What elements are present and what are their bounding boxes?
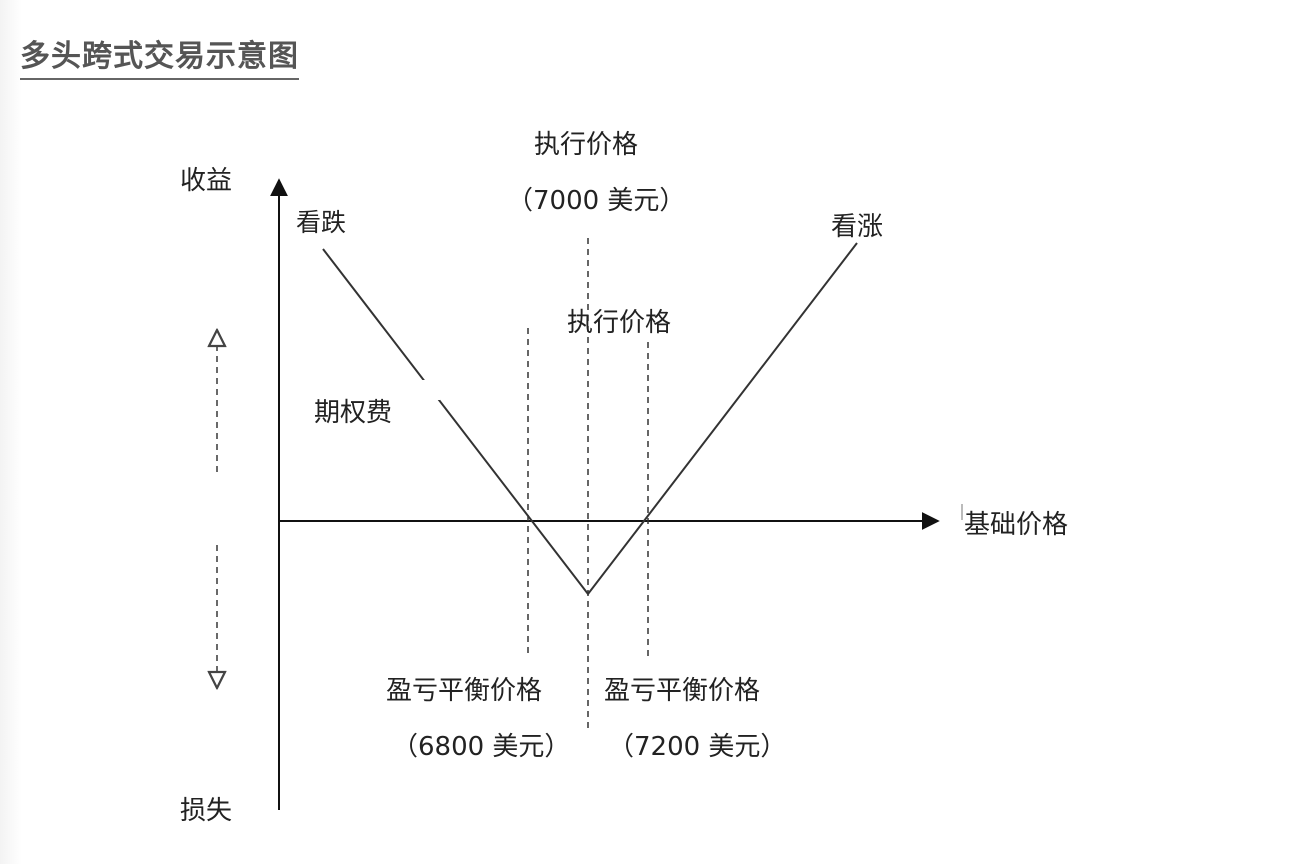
call-label: 看涨 xyxy=(831,212,884,242)
page-title: 多头跨式交易示意图 xyxy=(20,38,299,80)
breakeven-low-label: 盈亏平衡价格 xyxy=(386,676,543,706)
label-gap xyxy=(420,380,440,400)
strike-label-mid: 执行价格 xyxy=(567,308,672,338)
strike-value-top: （7000 美元） xyxy=(507,186,686,216)
strike-label-top: 执行价格 xyxy=(534,130,639,160)
y-axis-label-profit: 收益 xyxy=(180,166,233,196)
x-axis-label: 基础价格 xyxy=(964,510,1069,540)
put-label: 看跌 xyxy=(296,208,347,237)
breakeven-low-value: （6800 美元） xyxy=(392,732,571,762)
payoff-line xyxy=(322,242,858,596)
y-axis-label-loss: 损失 xyxy=(180,796,233,826)
page-left-shadow xyxy=(0,0,22,864)
premium-label: 期权费 xyxy=(314,398,393,428)
breakeven-high-label: 盈亏平衡价格 xyxy=(604,676,761,706)
breakeven-high-value: （7200 美元） xyxy=(608,732,787,762)
